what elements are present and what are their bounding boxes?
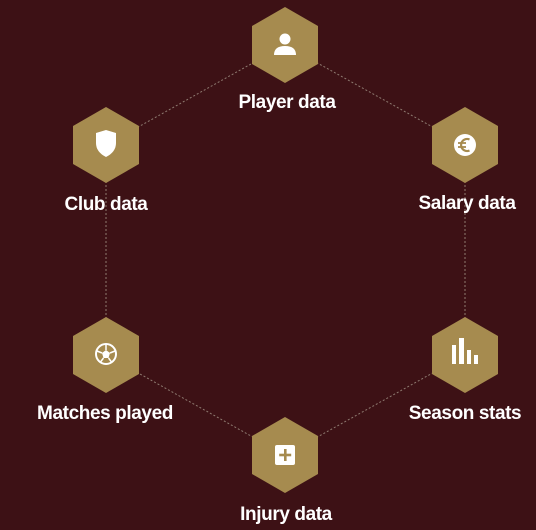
label-matches-played: Matches played — [37, 403, 173, 424]
node-player-data — [252, 7, 318, 83]
medical-plus-icon — [275, 445, 295, 465]
node-salary-data — [432, 107, 498, 183]
bar-chart-icon — [452, 338, 478, 364]
node-season-stats — [432, 317, 498, 393]
euro-icon — [454, 134, 476, 156]
label-player-data: Player data — [238, 92, 336, 113]
user-icon — [274, 33, 296, 55]
label-injury-data: Injury data — [240, 504, 332, 525]
label-salary-data: Salary data — [418, 193, 516, 214]
hexagon — [252, 7, 318, 83]
soccer-ball-icon — [95, 343, 117, 365]
node-injury-data — [252, 417, 318, 493]
hexagon — [432, 317, 498, 393]
node-club-data — [73, 107, 139, 183]
label-club-data: Club data — [64, 194, 148, 215]
label-season-stats: Season stats — [408, 403, 522, 424]
node-matches-played — [73, 317, 139, 393]
shield-icon — [96, 130, 116, 157]
